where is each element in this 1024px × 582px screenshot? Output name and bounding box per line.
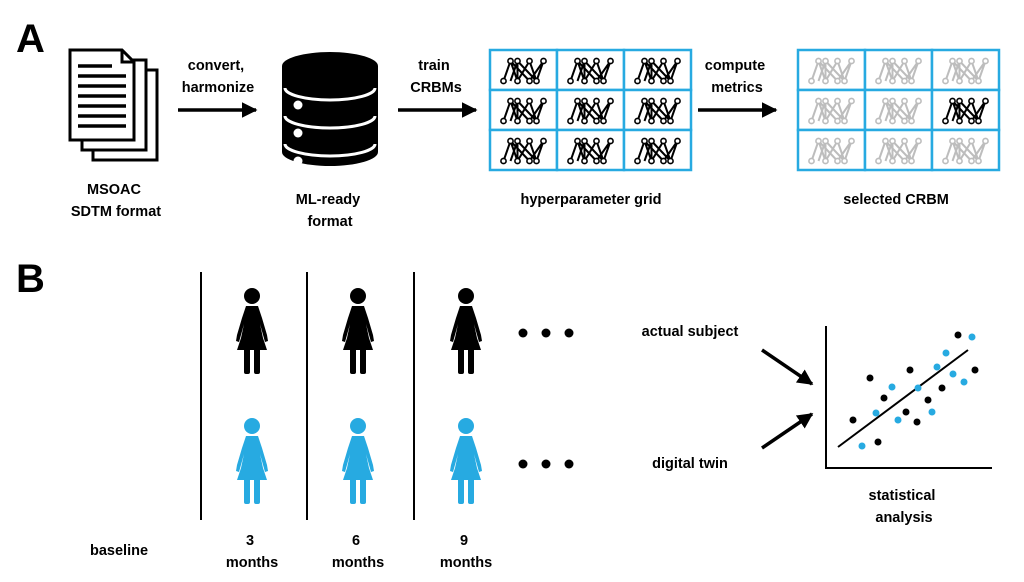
scatter-axes xyxy=(825,326,992,469)
actual-point xyxy=(866,374,874,382)
actual-point xyxy=(924,396,932,404)
actual-point xyxy=(913,418,921,426)
twin-point xyxy=(872,409,880,417)
twin-point xyxy=(914,384,922,392)
twin-point xyxy=(858,442,866,450)
twin-point xyxy=(894,416,902,424)
documents-icon xyxy=(68,48,159,162)
digital-twin-label: digital twin xyxy=(652,456,728,472)
actual-point xyxy=(849,416,857,424)
arrow3-label: compute metrics xyxy=(705,58,769,96)
selected-crbm-label: selected CRBM xyxy=(843,192,949,208)
scatter-regression-line xyxy=(837,349,969,448)
timeline-dividers xyxy=(200,272,415,520)
ellipsis-twin-icon xyxy=(518,459,574,469)
scatter-points xyxy=(849,331,979,450)
actual-subject-label: actual subject xyxy=(642,324,739,340)
timepoint-6-label: 6 months xyxy=(332,533,384,571)
actual-subject-6m-icon xyxy=(342,288,374,374)
twin-point xyxy=(933,363,941,371)
scatter-plot xyxy=(825,326,992,469)
actual-point xyxy=(902,408,910,416)
actual-point xyxy=(880,394,888,402)
twin-point xyxy=(928,408,936,416)
digital-twin-6m-icon xyxy=(342,418,374,504)
arrow1-label: convert, harmonize xyxy=(182,58,255,96)
twin-point xyxy=(942,349,950,357)
actual-point xyxy=(954,331,962,339)
panel-a-letter: A xyxy=(16,17,45,61)
actual-point xyxy=(906,366,914,374)
database-icon xyxy=(282,52,378,166)
actual-point xyxy=(971,366,979,374)
timepoint-3-label: 3 months xyxy=(226,533,278,571)
actual-point xyxy=(874,438,882,446)
digital-twin-9m-icon xyxy=(450,418,482,504)
ellipsis-actual-icon xyxy=(518,328,574,338)
panel-b-letter: B xyxy=(16,257,45,301)
arrow2-label: train CRBMs xyxy=(410,58,462,96)
baseline-person-icon xyxy=(103,340,135,426)
actual-point xyxy=(938,384,946,392)
actual-subject-3m-icon xyxy=(236,288,268,374)
baseline-label: baseline xyxy=(90,543,148,559)
digital-twin-3m-icon xyxy=(236,418,268,504)
actual-subject-9m-icon xyxy=(450,288,482,374)
statistical-analysis-label: statistical analysis xyxy=(869,488,940,526)
twin-point xyxy=(960,378,968,386)
selected-crbm-grid xyxy=(796,48,1001,172)
hyperparameter-grid xyxy=(488,48,693,172)
hyperparameter-grid-label: hyperparameter grid xyxy=(520,192,661,208)
timepoint-9-label: 9 months xyxy=(440,533,492,571)
step1-label: MSOAC SDTM format xyxy=(71,182,161,220)
step2-label: ML-ready format xyxy=(296,192,365,230)
twin-point xyxy=(949,370,957,378)
twin-point xyxy=(888,383,896,391)
digital-twin-arrow xyxy=(761,412,814,450)
actual-subject-arrow xyxy=(761,348,814,386)
twin-point xyxy=(968,333,976,341)
